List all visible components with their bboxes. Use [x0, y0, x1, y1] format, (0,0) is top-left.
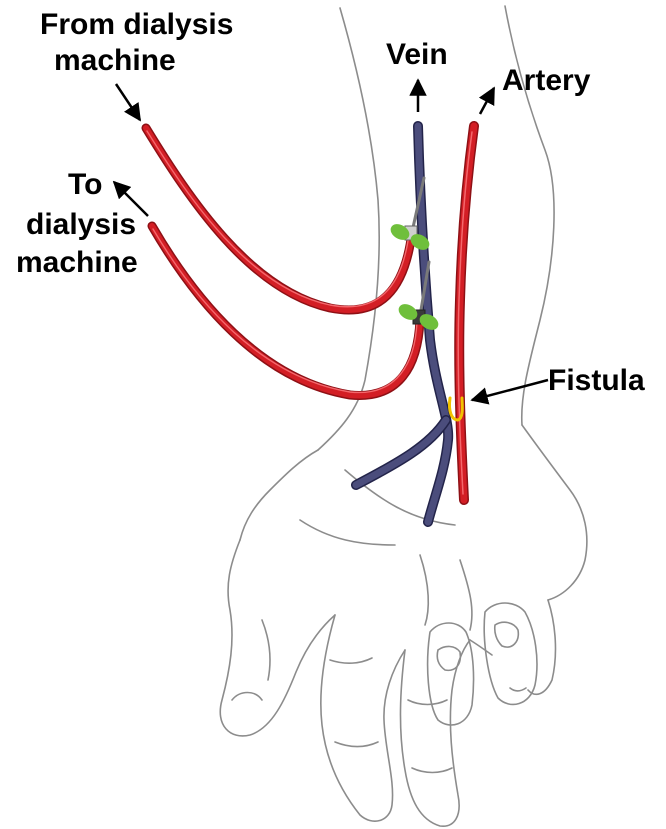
middle-knuckle-2 [412, 768, 452, 773]
middle-knuckle-1 [408, 700, 447, 705]
pointer-arrows [114, 80, 548, 400]
label-artery: Artery [502, 64, 590, 98]
ring-fingernail [437, 646, 460, 670]
wrist-crease [240, 450, 318, 540]
label-fistula: Fistula [548, 364, 645, 398]
thumb-outline [220, 540, 335, 736]
arrow-from-machine [116, 84, 140, 120]
thumb-nail [232, 693, 262, 701]
palm-right-edge [522, 425, 587, 600]
arrow-fistula [472, 380, 548, 400]
index-finger [321, 615, 405, 821]
index-knuckle-2 [335, 742, 378, 747]
thumb-crease [262, 620, 270, 680]
palm-line-1 [300, 520, 395, 545]
palm-line-3 [420, 555, 428, 625]
palm-line-4 [460, 560, 472, 630]
label-from-dialysis-line2: machine [54, 44, 176, 78]
index-knuckle-1 [330, 658, 372, 663]
label-to-dialysis-line2: dialysis [26, 208, 136, 242]
artery-vessel [458, 126, 474, 500]
ring-finger-base [470, 640, 492, 655]
forearm-left-edge [318, 8, 379, 450]
label-to-dialysis-line3: machine [16, 246, 138, 280]
little-finger-crease [510, 688, 526, 691]
arrow-artery [480, 88, 494, 114]
middle-finger [400, 640, 470, 826]
little-fingernail [495, 622, 519, 647]
label-vein: Vein [386, 38, 448, 72]
little-finger-knuckle [528, 600, 555, 694]
label-to-dialysis-line1: To [68, 168, 102, 202]
hand-outline [220, 6, 587, 826]
label-from-dialysis-line1: From dialysis [40, 8, 233, 42]
